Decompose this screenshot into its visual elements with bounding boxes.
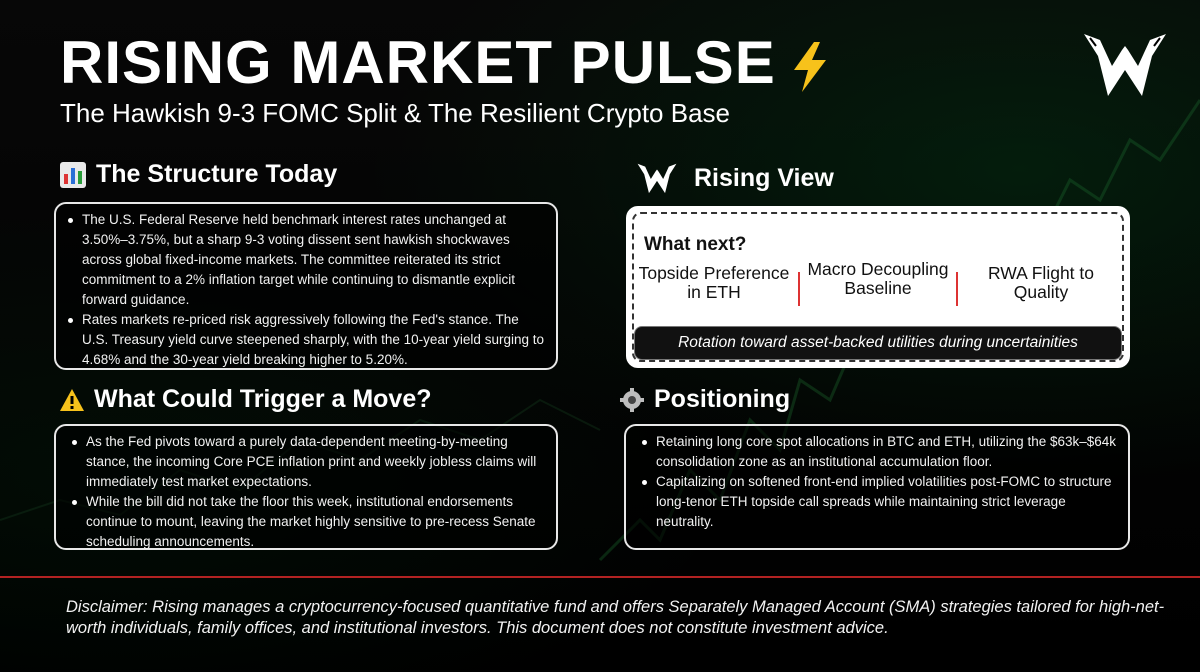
positioning-title: Positioning: [654, 385, 791, 413]
gear-icon: [620, 387, 644, 412]
bar-chart-icon: [60, 161, 86, 188]
positioning-heading: Positioning: [620, 385, 790, 414]
trigger-bullet: While the bill did not take the floor th…: [72, 492, 544, 552]
view-column-eth: Topside Preference in ETH: [638, 263, 790, 302]
view-heading: Rising View: [634, 160, 834, 196]
main-title-text: RISING MARKET PULSE: [60, 29, 776, 96]
rising-logo-icon: [637, 163, 677, 194]
structure-bullet: Rates markets re-priced risk aggressivel…: [68, 310, 544, 370]
rising-view-inner: What next? Topside Preference in ETH Mac…: [632, 212, 1124, 362]
rotation-bar: Rotation toward asset-backed utilities d…: [634, 326, 1122, 360]
trigger-heading: What Could Trigger a Move?: [60, 385, 432, 414]
disclaimer: Disclaimer: Rising manages a cryptocurre…: [66, 598, 1165, 637]
what-next-label: What next?: [644, 234, 747, 255]
footer-divider: [0, 576, 1200, 578]
trigger-bullet: As the Fed pivots toward a purely data-d…: [72, 432, 544, 492]
positioning-box: Retaining long core spot allocations in …: [624, 424, 1130, 550]
view-title: Rising View: [694, 163, 834, 192]
column-divider: [798, 272, 800, 306]
trigger-box: As the Fed pivots toward a purely data-d…: [54, 424, 558, 550]
positioning-bullet: Capitalizing on softened front-end impli…: [642, 472, 1116, 532]
trigger-title: What Could Trigger a Move?: [94, 385, 432, 413]
rising-view-card: What next? Topside Preference in ETH Mac…: [626, 206, 1130, 368]
main-title: RISING MARKET PULSE: [60, 28, 830, 98]
lightning-bolt-icon: [793, 42, 826, 93]
subtitle: The Hawkish 9-3 FOMC Split & The Resilie…: [60, 98, 730, 128]
positioning-bullet: Retaining long core spot allocations in …: [642, 432, 1116, 472]
view-column-rwa: RWA Flight to Quality: [987, 263, 1094, 302]
view-column-macro: Macro Decoupling Baseline: [807, 259, 949, 298]
rising-logo-icon: [1084, 34, 1166, 96]
warning-icon: [60, 388, 84, 411]
structure-title: The Structure Today: [96, 160, 338, 188]
column-divider: [956, 272, 958, 306]
structure-bullet: The U.S. Federal Reserve held benchmark …: [68, 210, 544, 310]
structure-box: The U.S. Federal Reserve held benchmark …: [54, 202, 558, 370]
structure-heading: The Structure Today: [60, 160, 337, 189]
